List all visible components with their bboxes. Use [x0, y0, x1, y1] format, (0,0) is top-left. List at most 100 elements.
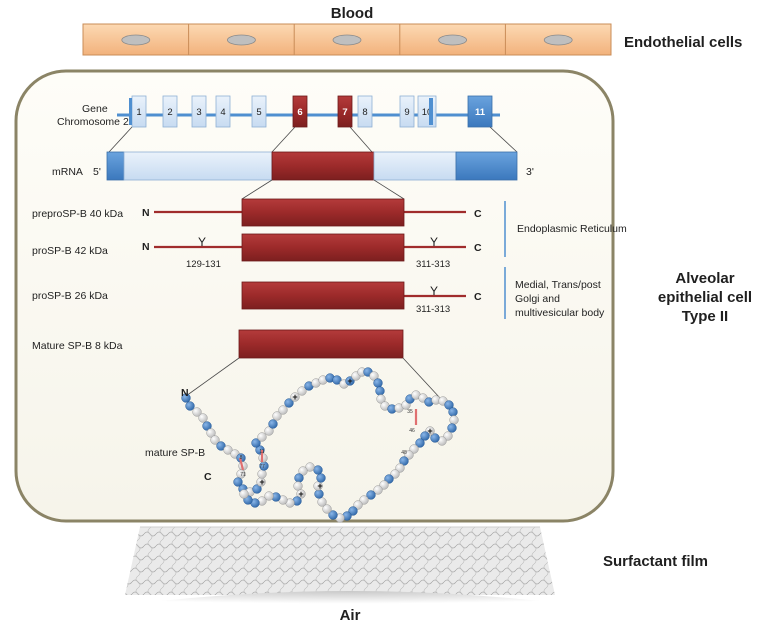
residue: [293, 481, 303, 491]
hydrophobic-residue: [399, 456, 409, 466]
residue-number-71: 71: [240, 472, 246, 478]
residue: [404, 450, 414, 460]
residue: [192, 407, 202, 417]
alveolar-label: Alveolar epithelial cell Type II: [658, 270, 752, 325]
positive-charge: +: [427, 426, 432, 436]
exon-4: 4: [215, 95, 231, 128]
hydrophobic-residue: [366, 490, 376, 500]
hydrophobic-residue: [251, 438, 261, 448]
positive-charge: +: [292, 392, 297, 402]
residue: [369, 371, 379, 381]
golgi-label-line3: multivesicular body: [515, 307, 605, 319]
hydrophobic-residue: [332, 375, 342, 385]
exon-10: 10: [417, 95, 437, 128]
exon-label: 1: [136, 107, 141, 118]
site-311-313-a: 311-313: [416, 259, 450, 270]
residue: [257, 432, 267, 442]
er-label: Endoplasmic Reticulum: [517, 223, 627, 235]
endothelial-label: Endothelial cells: [624, 34, 742, 51]
hydrophobic-residue: [448, 407, 458, 417]
prosp-b-42-n-terminus: N: [142, 241, 150, 253]
exon-label: 2: [167, 107, 172, 118]
hydrophobic-residue: [181, 393, 191, 403]
exon-5: 5: [251, 95, 267, 128]
prosp-b-42-c-terminus: C: [474, 242, 482, 254]
residue: [239, 489, 249, 499]
hydrophobic-residue: [216, 441, 226, 451]
mature-sp-b-bar: [238, 329, 404, 359]
mature-connectors: [185, 357, 441, 399]
endothelial-nucleus: [226, 34, 256, 46]
site-129-131: 129-131: [186, 259, 221, 270]
positive-charge: +: [298, 489, 303, 499]
hydrophobic-residue: [316, 473, 326, 483]
hydrophobic-residue: [430, 433, 440, 443]
exon-6: 6: [292, 95, 308, 128]
residue: [272, 411, 282, 421]
exon-7: 7: [337, 95, 353, 128]
residue: [376, 394, 386, 404]
exon-label: 10: [422, 107, 433, 118]
hydrophobic-residue: [202, 421, 212, 431]
exon-8: 8: [357, 95, 373, 128]
exon-label: 11: [475, 107, 486, 118]
residue: [449, 415, 459, 425]
residue-number-11: 11: [259, 449, 264, 455]
mrna-3prime: 3': [526, 166, 534, 178]
residue: [296, 489, 306, 499]
preprosp-b-c-terminus: C: [474, 208, 482, 220]
endothelial-nucleus: [121, 34, 151, 46]
hydrophobic-residue: [313, 465, 323, 475]
mrna-protein-connectors: [241, 179, 405, 200]
air-interface: [75, 591, 625, 612]
residue-number-35: 35: [407, 409, 413, 415]
residue: [305, 462, 315, 472]
hydrophobic-residue: [415, 438, 425, 448]
exon-9: 9: [399, 95, 415, 128]
residue: [395, 463, 405, 473]
hydrophobic-residue: [268, 419, 278, 429]
exon-label: 6: [297, 107, 302, 118]
exon-label: 8: [362, 107, 367, 118]
hydrophobic-residue: [252, 484, 262, 494]
residue: [353, 500, 363, 510]
residue: [443, 431, 453, 441]
golgi-label-line1: Medial, Trans/post: [515, 279, 601, 291]
residue-number-8: 8: [240, 455, 243, 461]
endothelial-nucleus: [332, 34, 362, 46]
residue: [206, 428, 216, 438]
residue: [373, 485, 383, 495]
alveolar-label-line2: epithelial cell: [658, 289, 752, 306]
residue: [264, 491, 274, 501]
prosp-b-42-bar: [241, 233, 405, 262]
endothelial-layer: [82, 23, 612, 56]
positive-charge: +: [317, 481, 322, 491]
mature-sp-b-structure-label: mature SP-B: [145, 447, 205, 459]
residue: [223, 445, 233, 455]
chromosome-label: Chromosome 2: [57, 116, 129, 128]
hydrophobic-residue: [447, 423, 457, 433]
exon-label: 4: [220, 107, 225, 118]
hydrophobic-residue: [375, 386, 385, 396]
disulfide-bridge: [238, 457, 245, 471]
exon-2: 2: [162, 95, 178, 128]
prosp-b-26-bar: [241, 281, 405, 310]
blood-label: Blood: [331, 5, 374, 22]
golgi-label-line2: Golgi and: [515, 293, 560, 305]
hydrophobic-residue: [328, 510, 338, 520]
residue: [198, 413, 208, 423]
residue: [297, 386, 307, 396]
alveolar-label-line1: Alveolar: [675, 270, 734, 287]
residue: [317, 497, 327, 507]
residue: [290, 392, 300, 402]
residue-number-77: 77: [259, 464, 265, 470]
residue: [236, 469, 246, 479]
prosp-b-42-label: proSP-B 42 kDa: [32, 245, 108, 257]
exon-11: 11: [467, 95, 493, 128]
prosp-b-26-label: proSP-B 26 kDa: [32, 290, 108, 302]
residue: [322, 504, 332, 514]
hydrophobic-residue: [444, 400, 454, 410]
exon-1: 1: [131, 95, 147, 128]
mature-c-terminus: C: [204, 471, 212, 483]
